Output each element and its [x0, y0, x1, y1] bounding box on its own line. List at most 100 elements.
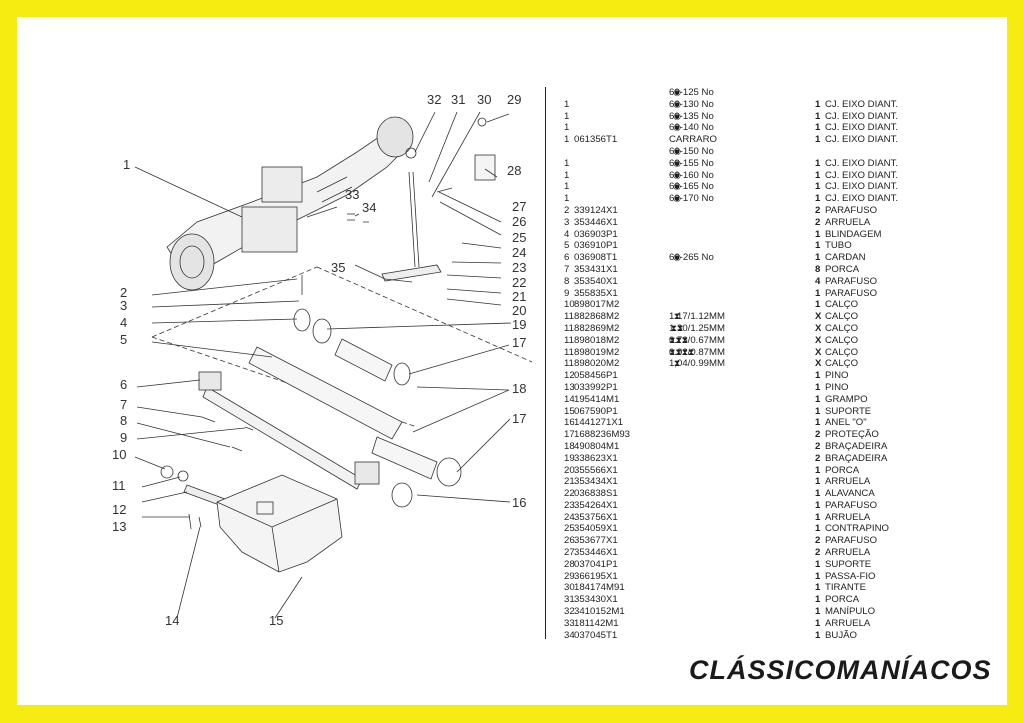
part-item-number: 32 — [564, 606, 575, 618]
part-code: 898018M2 — [574, 334, 620, 346]
part-code: 490804M1 — [574, 440, 620, 452]
part-quantity: 1 — [815, 381, 821, 393]
part-item-number: 6 — [564, 252, 570, 264]
callout: 30 — [477, 92, 491, 107]
callout: 31 — [451, 92, 465, 107]
part-note-text: 1,04/0.99MM — [669, 358, 725, 370]
part-quantity: X — [815, 322, 822, 334]
part-code: 037045T1 — [574, 629, 618, 639]
part-code: 036838S1 — [574, 488, 618, 500]
part-code: 366195X1 — [574, 570, 618, 582]
part-item-number: 11 — [564, 322, 574, 334]
part-description: PASSA-FIO — [825, 570, 876, 582]
part-description: SUPORTE — [825, 558, 872, 570]
part-quantity: 1 — [815, 523, 821, 535]
part-item-number: 11 — [564, 358, 574, 370]
part-note-text: 60-265 No — [669, 252, 714, 264]
part-item-number: 11 — [564, 346, 574, 358]
part-item-number: 30 — [564, 582, 575, 594]
part-quantity: X — [815, 346, 822, 358]
part-note-text: 60-135 No — [669, 110, 714, 122]
part-code: 354264X1 — [574, 499, 618, 511]
part-description: BRAÇADEIRA — [825, 452, 888, 464]
part-item-number: 10 — [564, 299, 575, 311]
part-item-number: 25 — [564, 523, 575, 535]
part-quantity: X — [815, 334, 822, 346]
part-quantity: 1 — [815, 299, 821, 311]
part-item-number: 9 — [564, 287, 570, 299]
part-description: ALAVANCA — [825, 488, 875, 500]
part-item-number: 8 — [564, 275, 570, 287]
callout: 14 — [165, 613, 179, 628]
serial-eye-icon: ◉ — [673, 169, 681, 180]
callout: 32 — [427, 92, 441, 107]
part-code: 898020M2 — [574, 358, 620, 370]
part-quantity: 1 — [815, 417, 821, 429]
part-code: 355835X1 — [574, 287, 618, 299]
part-item-number: 22 — [564, 488, 575, 500]
part-note: ⧗⧗1.30/1.25MM — [669, 323, 725, 335]
part-quantity: 1 — [815, 169, 821, 181]
part-description: CJ. EIXO DIANT. — [825, 134, 899, 146]
part-item-number: 17 — [564, 429, 575, 441]
part-quantity: 2 — [815, 429, 821, 441]
callout: 28 — [507, 163, 521, 178]
part-item-number: 5 — [564, 240, 570, 252]
part-description: CALÇO — [825, 299, 859, 311]
part-item-number: 31 — [564, 594, 575, 606]
part-item-number: 29 — [564, 570, 575, 582]
part-quantity: 1 — [815, 181, 821, 193]
part-quantity: 1 — [815, 629, 821, 639]
part-code: 036910P1 — [574, 240, 618, 252]
callout: 19 — [512, 317, 526, 332]
part-description: PINO — [825, 381, 849, 393]
shim-size-icon: ⧗⧗⧗⧗ — [669, 346, 695, 357]
callout: 6 — [120, 377, 127, 392]
part-code: 353540X1 — [574, 275, 618, 287]
callout: 34 — [362, 200, 376, 215]
part-description: ARRUELA — [825, 216, 871, 228]
shim-size-icon: ⧗⧗ — [670, 322, 684, 333]
serial-eye-icon: ◉ — [673, 181, 681, 192]
part-item-number: 1 — [564, 169, 570, 181]
part-item-number: 1 — [564, 157, 570, 169]
part-quantity: 1 — [815, 370, 821, 382]
part-item-number: 28 — [564, 558, 575, 570]
part-note-text: 60-160 No — [669, 169, 714, 181]
callout: 15 — [269, 613, 283, 628]
part-code: 037041P1 — [574, 558, 618, 570]
shim-size-icon: ⧗⧗⧗ — [669, 334, 688, 345]
part-code: 898019M2 — [574, 346, 620, 358]
part-description: PROTEÇÃO — [825, 429, 879, 441]
part-item-number: 23 — [564, 499, 575, 511]
callout: 13 — [112, 519, 126, 534]
serial-eye-icon: ◉ — [673, 110, 681, 121]
part-code: 036903P1 — [574, 228, 618, 240]
part-item-number: 2 — [564, 204, 570, 216]
part-item-number: 13 — [564, 381, 575, 393]
callout: 5 — [120, 332, 127, 347]
part-description: CARDAN — [825, 252, 866, 264]
part-quantity: 1 — [815, 240, 821, 252]
callout: 12 — [112, 502, 126, 517]
part-description: CALÇO — [825, 311, 859, 323]
part-code: 181142M1 — [574, 617, 619, 629]
part-description: PINO — [825, 370, 849, 382]
part-description: CJ. EIXO DIANT. — [825, 110, 899, 122]
part-code: 882869M2 — [574, 322, 620, 334]
